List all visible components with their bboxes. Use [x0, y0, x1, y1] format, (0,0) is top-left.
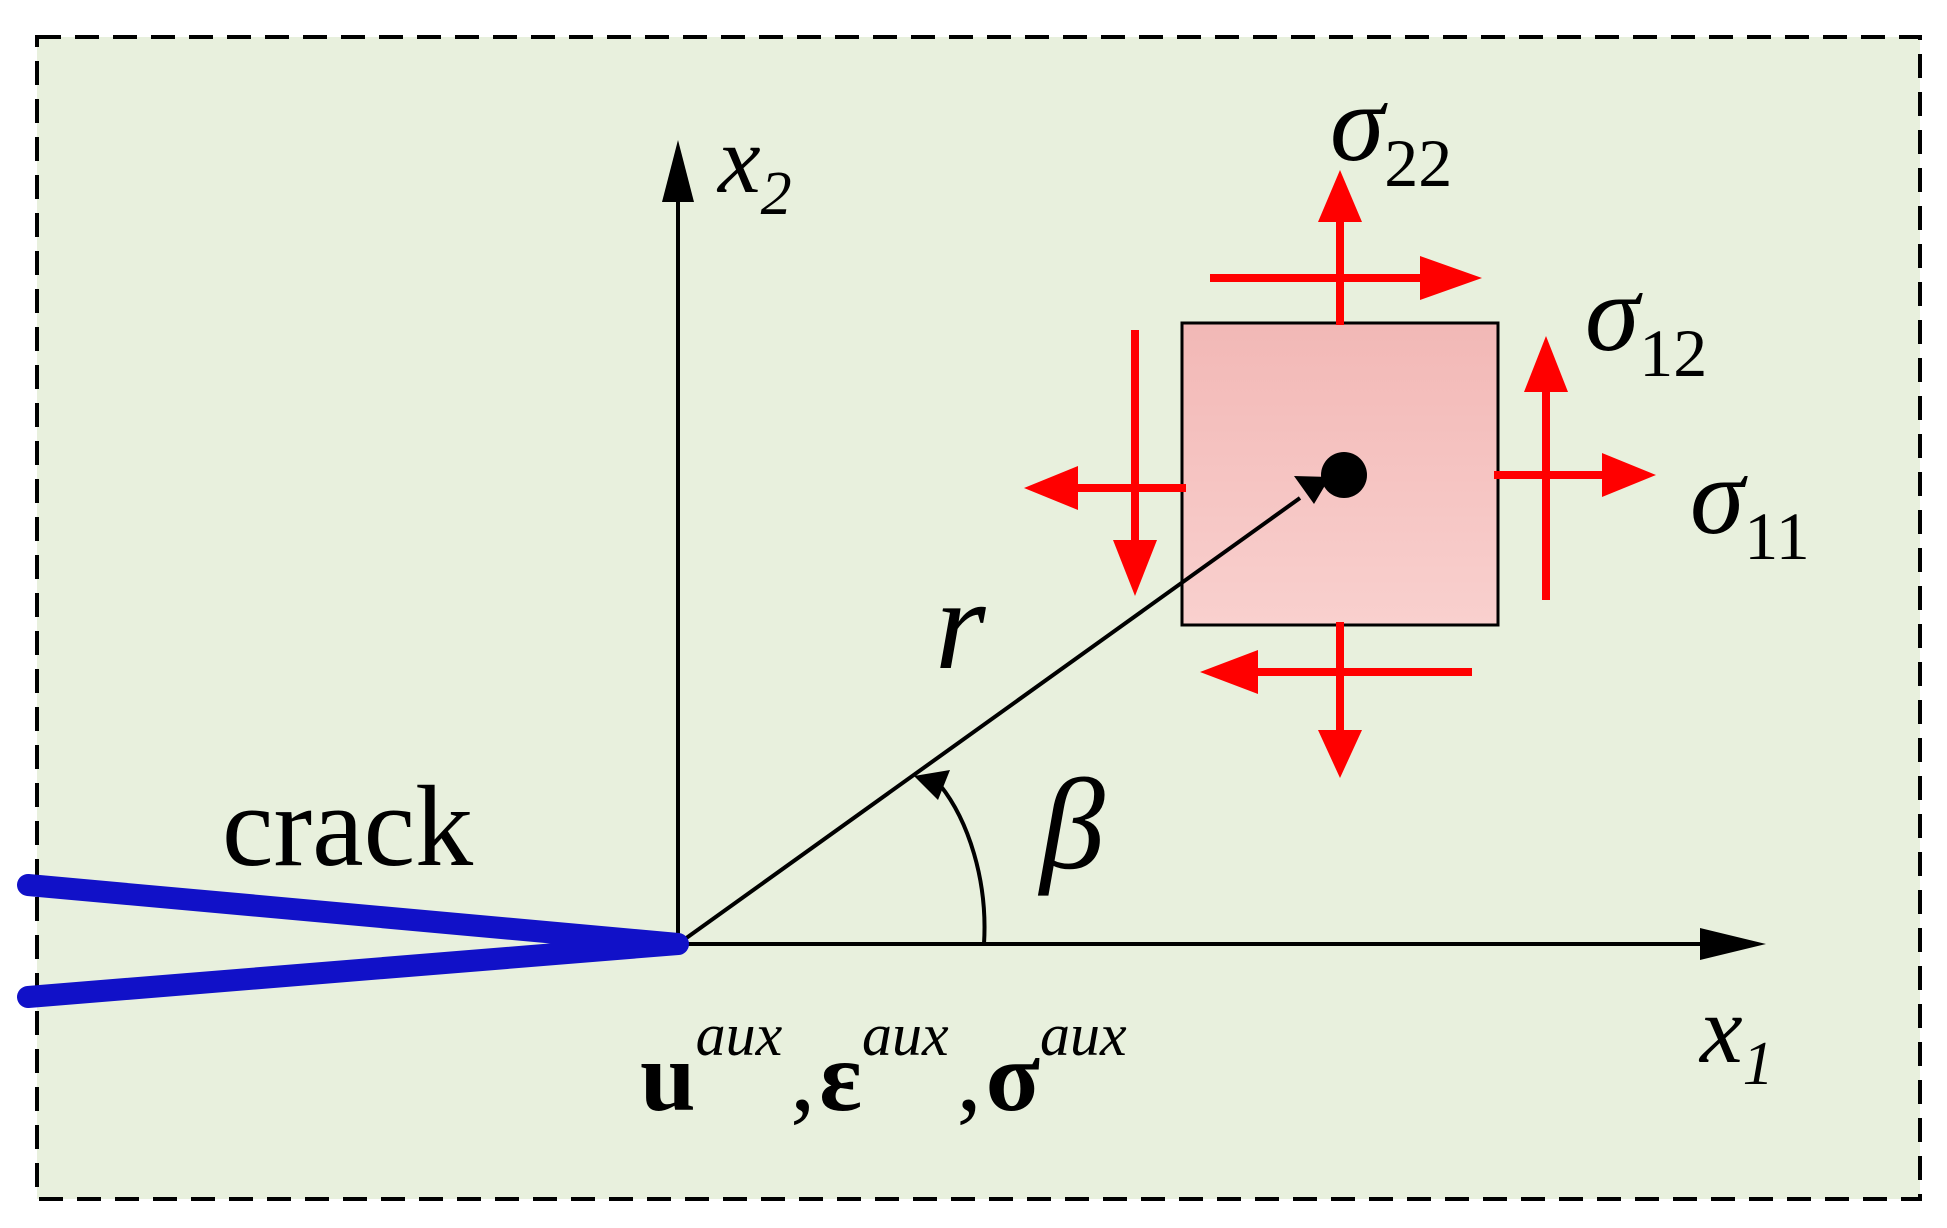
x2-label: x2 [716, 106, 792, 228]
sigma22-label: σ22 [1330, 62, 1452, 201]
angle-arc [914, 770, 987, 945]
material-point [1321, 452, 1367, 498]
sigma12-label: σ12 [1585, 252, 1707, 391]
r-label: r [935, 553, 986, 697]
x1-axis [678, 928, 1766, 960]
radius-vector [676, 452, 1367, 946]
domain-boundary [35, 35, 1922, 1201]
x2-axis [662, 140, 694, 944]
crack [17, 874, 689, 1008]
beta-label: β [1037, 753, 1105, 897]
aux-fields-label: uaux,εaux,σaux [640, 1002, 1127, 1132]
x1-label: x1 [1698, 976, 1774, 1098]
crack-label: crack [222, 763, 473, 891]
stress-arrows [1024, 170, 1656, 778]
sigma11-label: σ11 [1690, 435, 1810, 574]
